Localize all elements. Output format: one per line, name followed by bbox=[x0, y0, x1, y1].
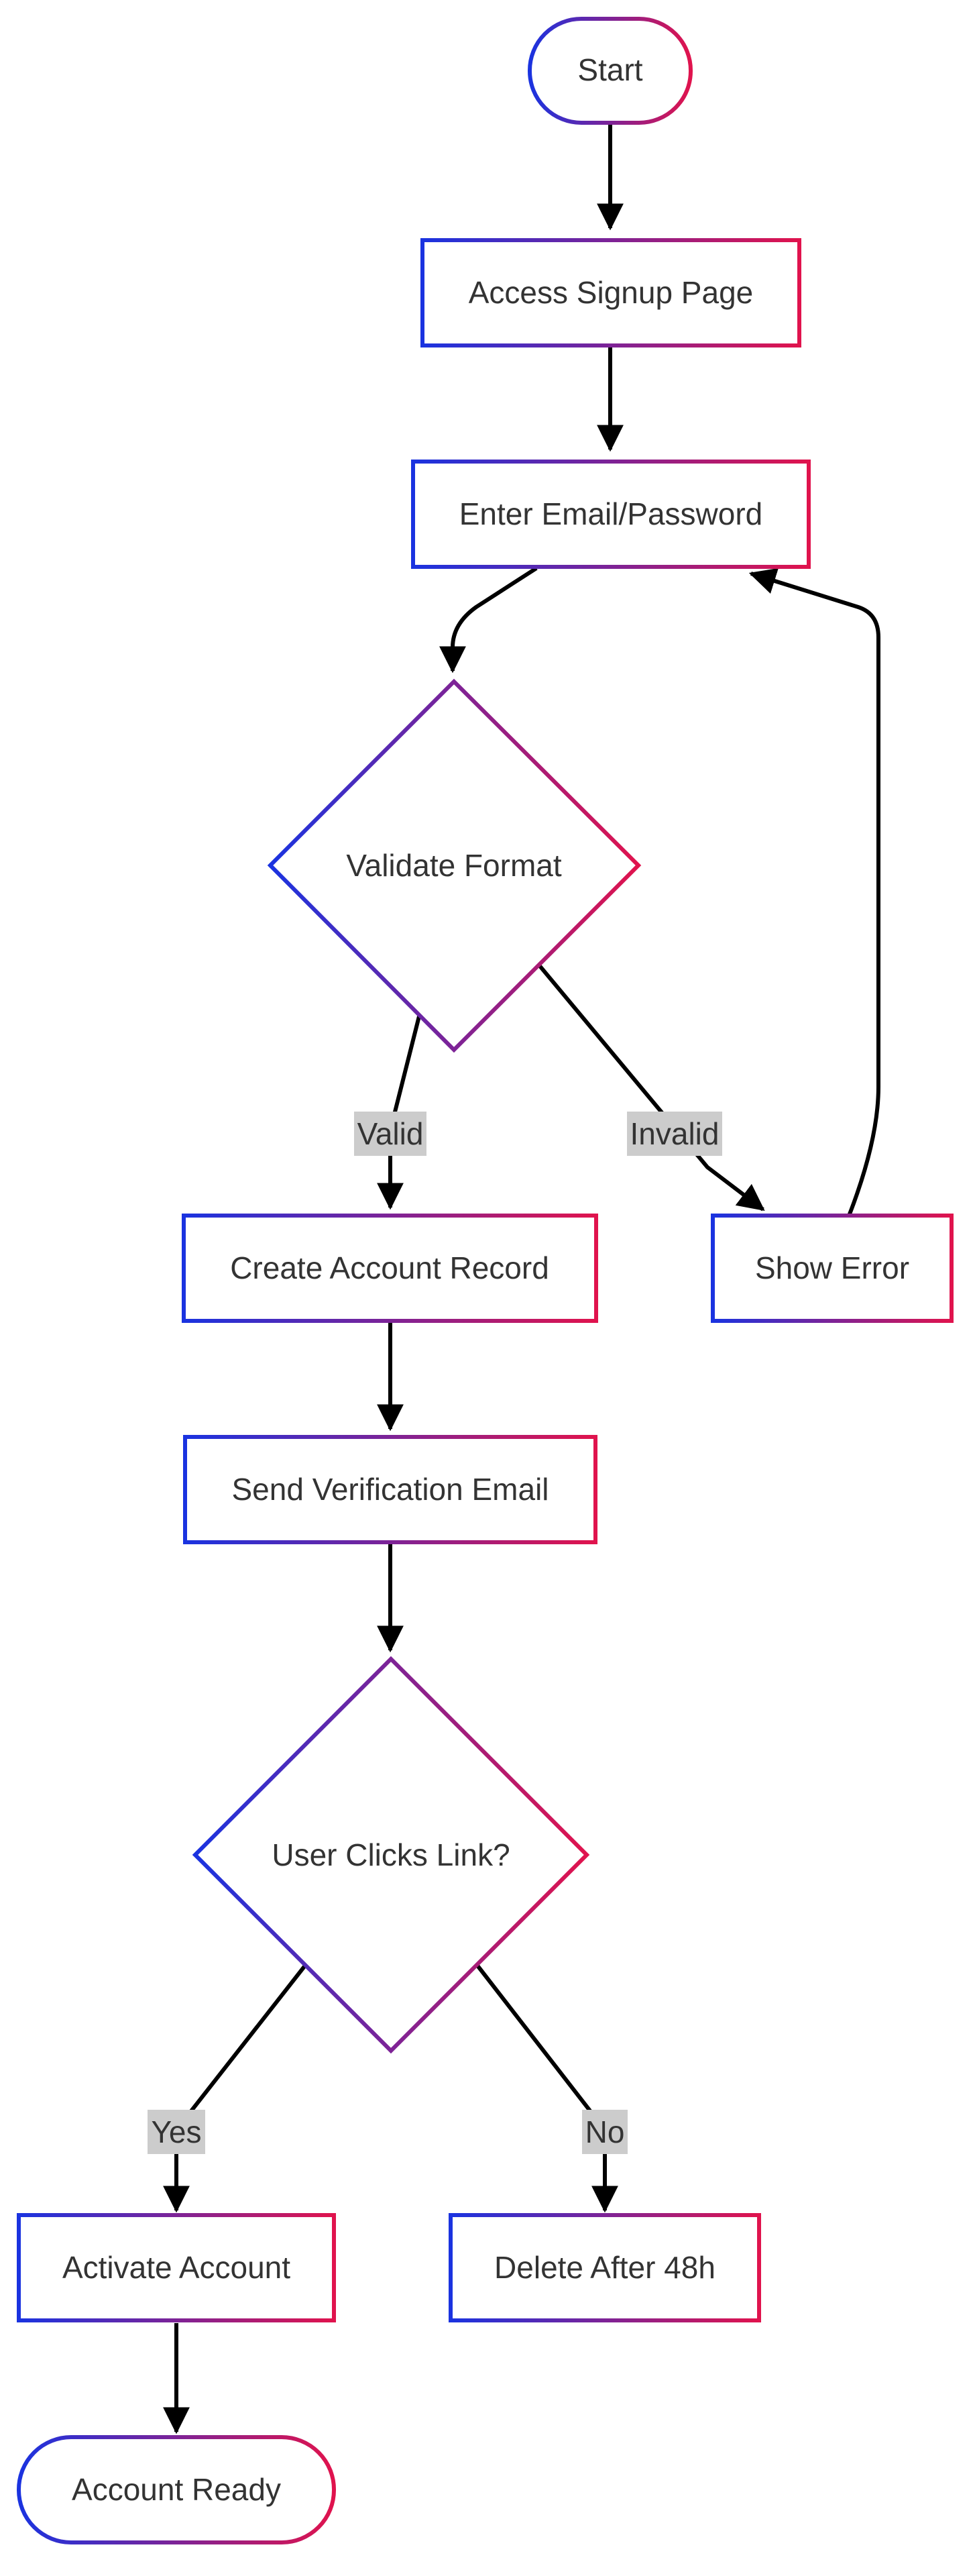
node-user-clicks-label: User Clicks Link? bbox=[272, 1837, 510, 1872]
edge-label-no: No bbox=[582, 2110, 628, 2154]
node-validate-format: Validate Format bbox=[267, 678, 642, 1053]
node-validate-format-label: Validate Format bbox=[346, 848, 562, 883]
edge-label-yes-text: Yes bbox=[151, 2114, 201, 2149]
node-show-error-label: Show Error bbox=[755, 1250, 909, 1285]
edge-label-invalid-text: Invalid bbox=[630, 1116, 720, 1151]
node-access-signup-label: Access Signup Page bbox=[469, 275, 754, 310]
edge-label-valid-text: Valid bbox=[357, 1116, 424, 1151]
node-account-ready-label: Account Ready bbox=[72, 2472, 281, 2507]
node-activate-account: Activate Account bbox=[17, 2213, 336, 2322]
edge-enter-to-validate bbox=[439, 566, 538, 674]
node-create-account-label: Create Account Record bbox=[230, 1250, 549, 1285]
edge-label-no-text: No bbox=[585, 2114, 625, 2149]
node-show-error: Show Error bbox=[711, 1214, 954, 1323]
node-start: Start bbox=[528, 17, 693, 125]
node-send-verification: Send Verification Email bbox=[183, 1435, 597, 1544]
node-enter-credentials-label: Enter Email/Password bbox=[459, 496, 763, 531]
node-account-ready: Account Ready bbox=[17, 2435, 336, 2544]
node-access-signup: Access Signup Page bbox=[420, 238, 801, 347]
edge-user-to-delete bbox=[475, 1964, 618, 2213]
node-user-clicks: User Clicks Link? bbox=[192, 1656, 590, 2054]
edge-labels: Valid Invalid Yes No bbox=[148, 1112, 722, 2154]
node-create-account: Create Account Record bbox=[182, 1214, 598, 1323]
node-start-label: Start bbox=[577, 52, 642, 87]
node-delete-after: Delete After 48h bbox=[449, 2213, 761, 2322]
node-enter-credentials: Enter Email/Password bbox=[411, 460, 811, 569]
edge-label-yes: Yes bbox=[148, 2110, 205, 2154]
nodes: Start Access Signup Page Enter Email/Pas… bbox=[17, 17, 954, 2544]
node-activate-account-label: Activate Account bbox=[62, 2250, 290, 2285]
edge-label-invalid: Invalid bbox=[627, 1112, 722, 1156]
edge-user-to-activate bbox=[163, 1964, 307, 2213]
edge-error-to-enter bbox=[748, 568, 880, 1219]
edge-label-valid: Valid bbox=[354, 1112, 426, 1156]
node-send-verification-label: Send Verification Email bbox=[231, 1472, 549, 1507]
edge-validate-to-error bbox=[538, 965, 765, 1212]
node-delete-after-label: Delete After 48h bbox=[494, 2250, 715, 2285]
